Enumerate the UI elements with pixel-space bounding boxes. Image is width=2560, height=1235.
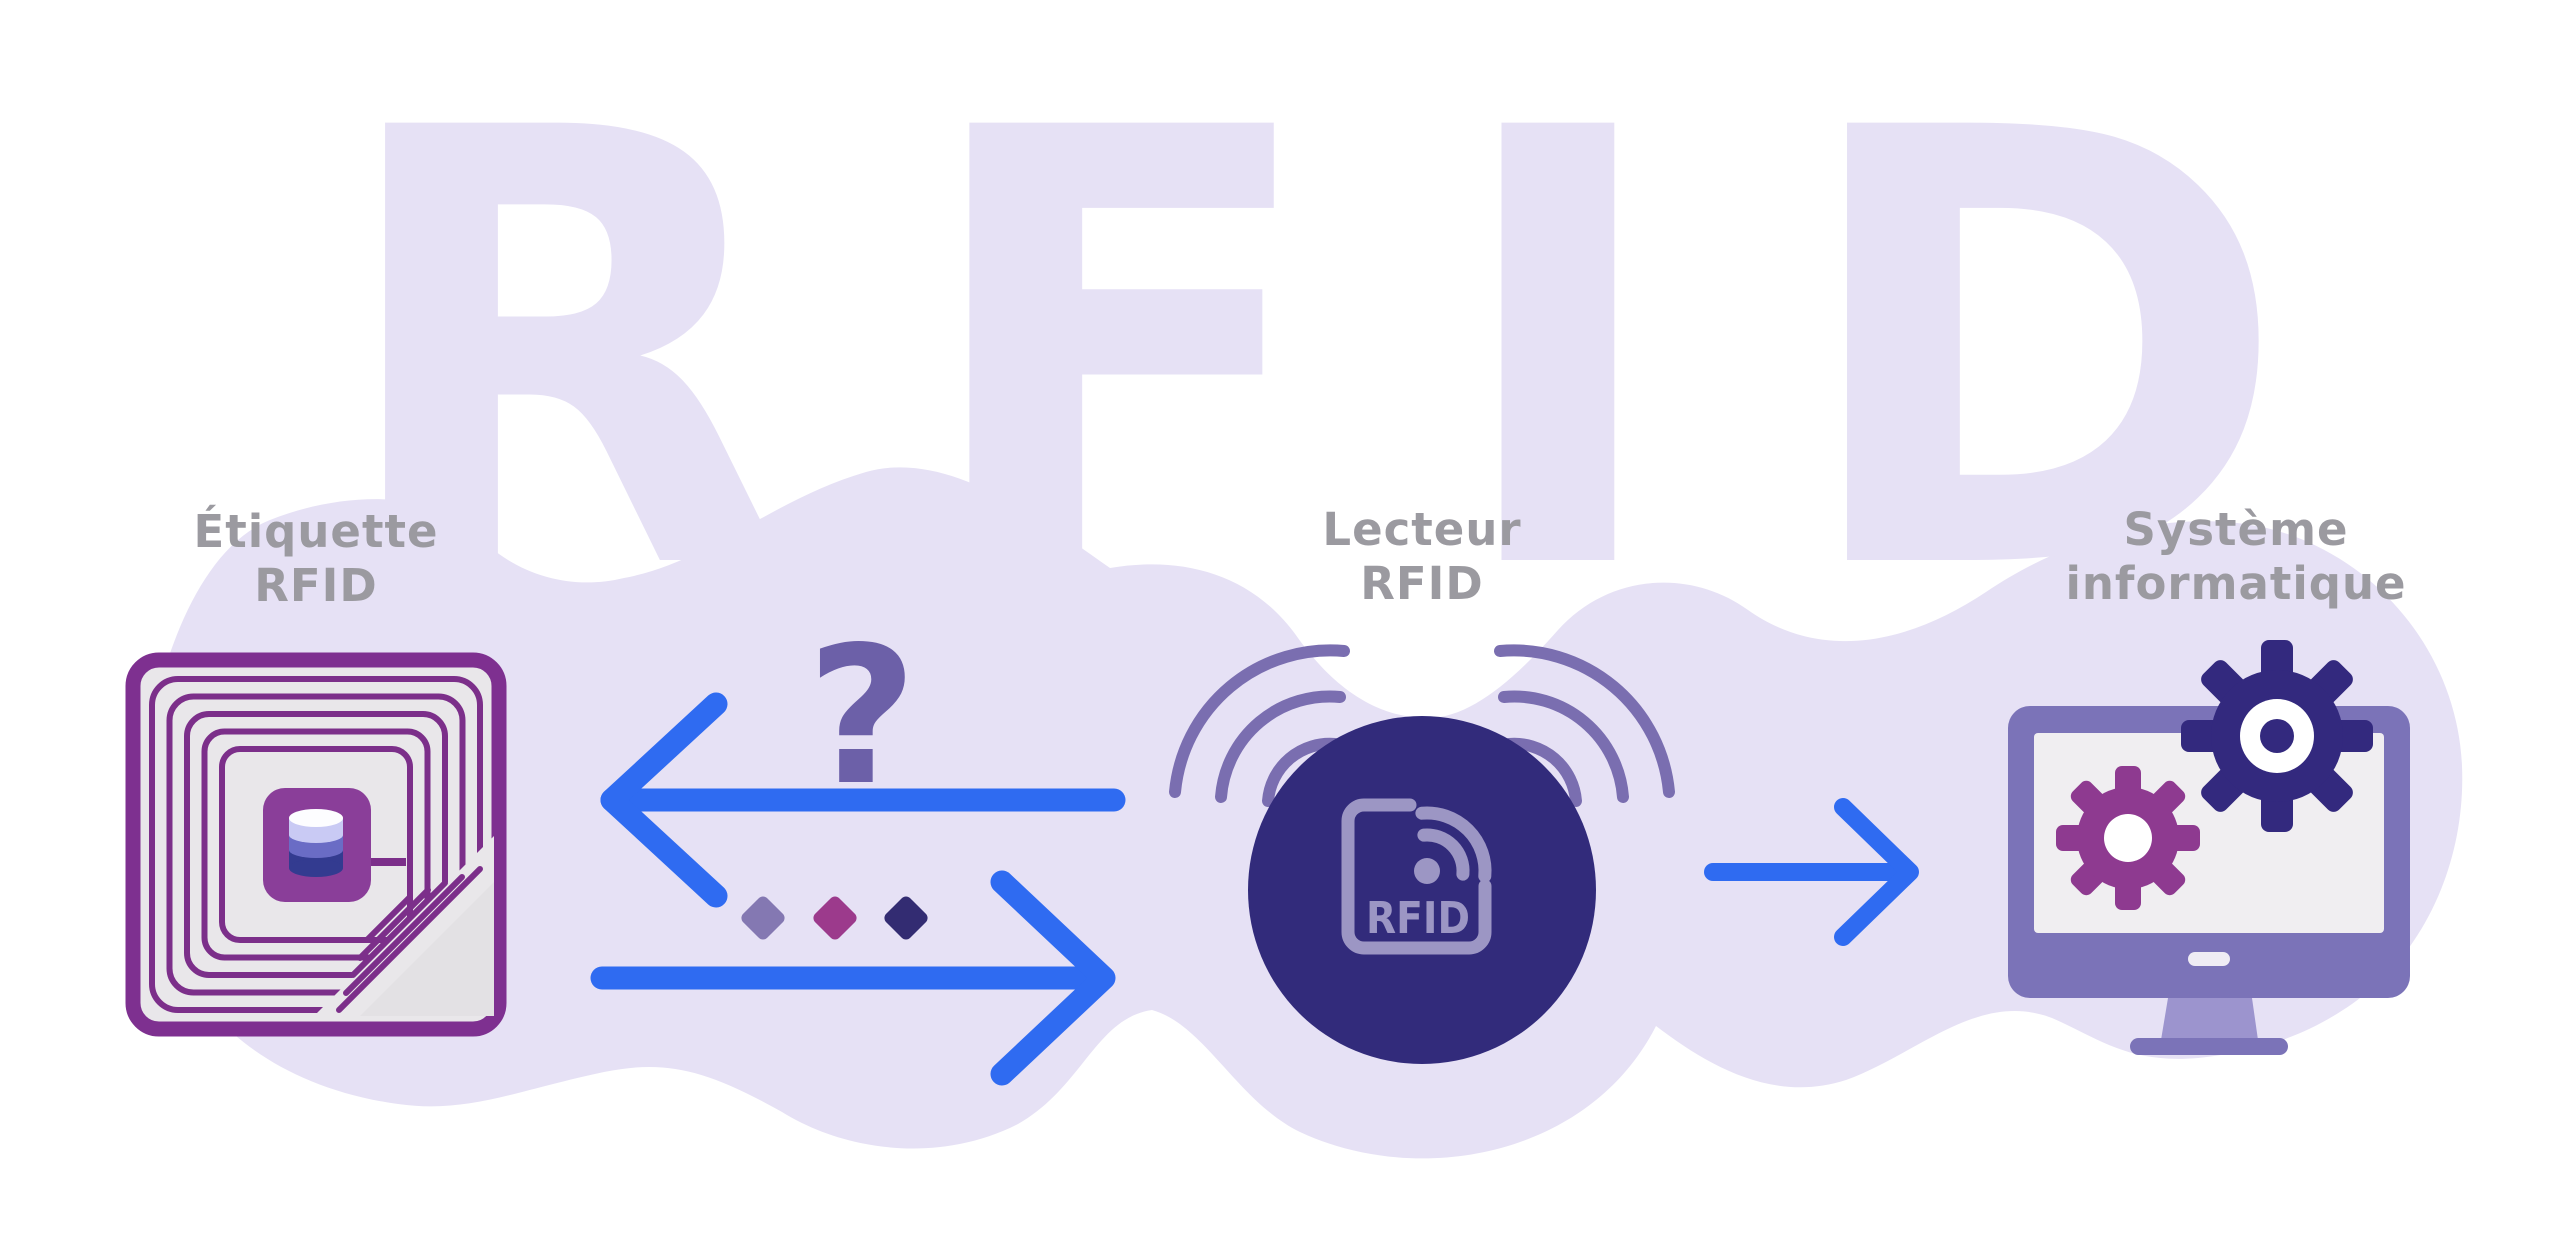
tag-coil-diagonals [336, 866, 483, 1013]
reader-icon-dot [1414, 858, 1440, 884]
data-diamond [884, 896, 928, 940]
label-etiquette-line2: RFID [254, 559, 378, 612]
gear-navy-icon [2181, 640, 2373, 832]
arrow-left-icon [600, 692, 1126, 908]
reader-icon-waves [1415, 806, 1492, 883]
label-lecteur-rfid: Lecteur RFID [1222, 503, 1622, 611]
tag-chip-database-icon [289, 809, 343, 877]
tag-coil-rings [149, 676, 483, 1013]
gear-magenta-icon [2056, 766, 2200, 910]
signal-waves-left [1169, 644, 1350, 807]
arrow-right-icon [590, 870, 1116, 1086]
rfid-reader-icon: RFID [1341, 798, 1492, 955]
reader-circle [1248, 716, 1596, 1064]
question-mark: ? [807, 606, 917, 827]
monitor-base [2130, 1038, 2288, 1055]
reader-signal-waves-icon [1169, 644, 1675, 807]
label-etiquette-line1: Étiquette [193, 505, 439, 558]
label-systeme-informatique: Système informatique [2036, 503, 2436, 611]
label-systeme-line2: informatique [2065, 557, 2407, 610]
monitor-stand [2161, 998, 2258, 1040]
monitor-button [2188, 952, 2230, 966]
reader-icon-label: RFID [1366, 893, 1470, 944]
reader-icon-frame [1341, 798, 1492, 955]
computer-icon [2008, 640, 2410, 1055]
tag-corner-fold [360, 882, 494, 1016]
data-diamond [741, 896, 785, 940]
signal-waves-right [1494, 644, 1675, 807]
label-systeme-line1: Système [2123, 503, 2349, 556]
data-diamond [813, 896, 857, 940]
data-diamonds-icon [741, 896, 928, 940]
arrow-to-system-icon [1704, 798, 1919, 946]
label-lecteur-line1: Lecteur [1322, 503, 1522, 556]
watermark-text: RFID [330, 3, 2290, 702]
label-lecteur-line2: RFID [1360, 557, 1484, 610]
rfid-tag-icon [125, 652, 507, 1037]
label-etiquette-rfid: Étiquette RFID [116, 505, 516, 613]
